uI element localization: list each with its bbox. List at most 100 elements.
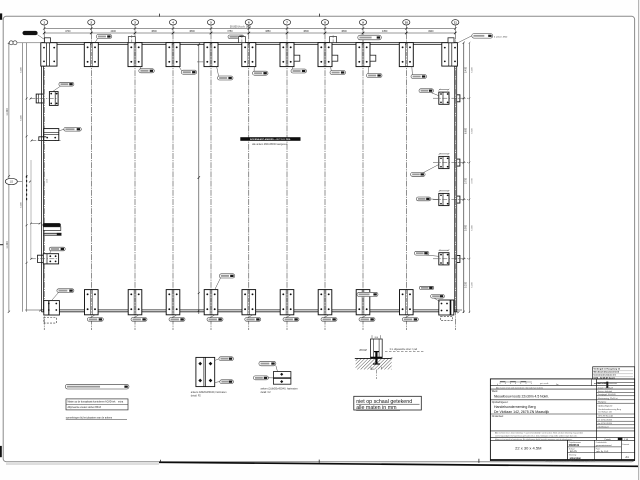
svg-text:A1: A1 — [625, 455, 629, 459]
svg-text:detail: C2: detail: C2 — [261, 391, 272, 394]
svg-text:Opdrachtgever:: Opdrachtgever: — [598, 405, 613, 408]
svg-text:4: 4 — [172, 20, 174, 24]
svg-text:Gewijzigd: 10-04-09: Gewijzigd: 10-04-09 — [598, 394, 617, 396]
svg-text:Altijd eerste voeten storten: Altijd eerste voeten storten BK13 — [68, 406, 102, 409]
svg-text:11.000: 11.000 — [6, 108, 9, 116]
svg-text:De Vlotlaan 142: De Vlotlaan 142 — [598, 411, 611, 414]
svg-text:1/2: 1/2 — [10, 181, 14, 184]
svg-text:10: 10 — [405, 20, 409, 24]
svg-text:Status: definitief: Status: definitief — [598, 390, 613, 393]
svg-text:30.000 (h.o.h. 000): 30.000 (h.o.h. 000) — [230, 26, 251, 29]
svg-text:5.900: 5.900 — [472, 224, 474, 230]
svg-text:7: 7 — [286, 20, 288, 24]
svg-text:ankers (2x)M20x450/40, hartmat: ankers (2x)M20x450/40, hartmaten — [261, 387, 299, 390]
svg-text:Alle maten in het werk kontrol: Alle maten in het werk kontroleren | bij… — [496, 387, 543, 390]
svg-text:De Vlotlaan 142, 2675 ZN Maasd: De Vlotlaan 142, 2675 ZN Maasdijk — [494, 410, 549, 414]
svg-text:Opdrachtgever:: Opdrachtgever: — [492, 401, 509, 404]
svg-text:5.400: 5.400 — [472, 66, 474, 72]
svg-text:9: 9 — [362, 20, 364, 24]
svg-text:alle ankers M20x450/40 aangeve: alle ankers M20x450/40 aangeven — [252, 143, 288, 146]
svg-text:b.k. afgewerkte vloer = peil: b.k. afgewerkte vloer = peil — [390, 348, 418, 351]
svg-text:Handelsonderneming Berg: Handelsonderneming Berg — [598, 408, 621, 411]
svg-text:Fase:: Fase: — [596, 449, 601, 451]
svg-text:N 1:75: N 1:75 — [570, 451, 577, 453]
svg-text:6.600: 6.600 — [472, 127, 474, 133]
svg-text:3850: 3850 — [265, 30, 271, 33]
svg-text:6.600: 6.600 — [465, 127, 468, 134]
svg-text:Wijziging:: Wijziging: — [598, 402, 607, 404]
svg-text:alle maten in mm: alle maten in mm — [356, 405, 397, 411]
svg-text:Maten op de bouwplaats kontrol: Maten op de bouwplaats kontroleren ACAD-… — [68, 401, 117, 404]
svg-text:Projekt: Projekt — [605, 438, 612, 441]
svg-text:Onderdeeltek.: Onderdeeltek. — [596, 441, 608, 444]
svg-text:5m: 5m — [556, 384, 559, 386]
svg-text:40: 40 — [391, 357, 394, 359]
svg-text:vermenigvuldigd en/of openbaar: vermenigvuldigd en/of openbaar gemaakt d… — [495, 435, 578, 438]
svg-text:Gewijzigd: maatvoering ankers: Gewijzigd: maatvoering ankers / kolomvoe… — [545, 460, 595, 463]
svg-text:tel. 0174-535353: tel. 0174-535353 — [598, 418, 612, 421]
svg-text:3750: 3750 — [227, 30, 233, 33]
svg-text:3800: 3800 — [303, 30, 309, 33]
svg-text:5.400: 5.400 — [21, 201, 23, 207]
svg-text:geanonimiseerd: geanonimiseerd — [596, 444, 612, 447]
svg-text:Werk:: Werk: — [492, 390, 499, 393]
svg-text:schaal 1:100: schaal 1:100 — [594, 383, 608, 385]
svg-text:0174 - 62 28 47 fax 21: 0174 - 62 28 47 fax 21 — [594, 377, 616, 380]
svg-text:4900: 4900 — [428, 30, 434, 33]
svg-text:8: 8 — [324, 20, 326, 24]
svg-text:Maatvoering: 22x30 st: Maatvoering: 22x30 st — [598, 397, 618, 400]
svg-text:3800: 3800 — [341, 30, 347, 33]
svg-text:5.900: 5.900 — [465, 224, 468, 231]
svg-text:5.200: 5.200 — [472, 281, 474, 287]
svg-text:5.400: 5.400 — [21, 66, 23, 72]
svg-text:get. mvdb: get. mvdb — [540, 382, 548, 385]
svg-text:4350: 4350 — [382, 30, 388, 33]
svg-text:Datum: 05-03-09: Datum: 05-03-09 — [598, 386, 614, 389]
svg-text:6: 6 — [248, 20, 250, 24]
svg-text:2: 2 — [91, 20, 93, 24]
svg-text:Onderdeel:: Onderdeel: — [492, 415, 504, 418]
svg-text:22 x 30 x 4.5M: 22 x 30 x 4.5M — [515, 446, 541, 451]
svg-text:1: 1 — [43, 20, 45, 24]
svg-text:Schaal: Schaal — [569, 449, 575, 451]
svg-text:4400: 4400 — [110, 30, 116, 33]
svg-text:4700: 4700 — [65, 30, 71, 33]
svg-text:BOVENKANT ANKERS + 20 T.O.V. P: BOVENKANT ANKERS + 20 T.O.V. PEIL — [250, 138, 291, 141]
svg-text:3.700: 3.700 — [472, 177, 474, 183]
svg-text:3800: 3800 — [151, 30, 157, 33]
svg-text:Tekening:: Tekening: — [569, 454, 577, 456]
svg-text:Formaat: Formaat — [622, 443, 629, 446]
svg-text:3.700: 3.700 — [465, 177, 468, 184]
svg-text:Maten in het werk te kontroler: Maten in het werk te kontroleren. Bij af… — [495, 438, 573, 441]
svg-text:5.200: 5.200 — [465, 281, 468, 288]
svg-text:info@berg.nl: info@berg.nl — [598, 425, 609, 428]
svg-text:Verlengde te Hoogeweg 12: Verlengde te Hoogeweg 12 — [594, 368, 621, 371]
svg-text:5.400: 5.400 — [465, 66, 468, 73]
svg-text:veld: veld — [47, 179, 49, 183]
svg-text:extra: extra — [118, 401, 124, 404]
svg-text:P 08: P 08 — [624, 439, 629, 441]
svg-text:Constructeursburo tel.: Constructeursburo tel. — [594, 374, 617, 377]
svg-text:3: 3 — [134, 20, 136, 24]
svg-text:200: 200 — [374, 337, 378, 339]
svg-text:geb. fly 10-9: geb. fly 10-9 — [596, 451, 609, 453]
svg-text:11: 11 — [454, 20, 457, 24]
svg-text:4 ankers M20: 4 ankers M20 — [494, 35, 508, 38]
svg-text:11.000: 11.000 — [6, 241, 9, 249]
svg-text:5.400: 5.400 — [21, 114, 23, 120]
svg-text:400: 400 — [370, 369, 374, 371]
svg-text:2675 ZN Maasdijk: 2675 ZN Maasdijk — [598, 416, 613, 418]
svg-text:0: 0 — [497, 384, 498, 386]
svg-text:Westland afbouwtechniek: Westland afbouwtechniek — [594, 371, 620, 374]
svg-text:Uitvoerder: aannemer: Uitvoerder: aannemer — [598, 382, 618, 385]
svg-text:ankerplan: ankerplan — [570, 457, 582, 460]
svg-text:opmerkingen bij het plaatsen v: opmerkingen bij het plaatsen van de anke… — [66, 416, 113, 419]
svg-text:5: 5 — [210, 20, 212, 24]
svg-text:detail: P2: detail: P2 — [191, 394, 202, 397]
svg-text:fax 0174-535354: fax 0174-535354 — [598, 423, 612, 425]
svg-text:ankers 4xM20x450/40, hartmaten: ankers 4xM20x450/40, hartmaten — [191, 391, 227, 394]
svg-text:08023619: 08023619 — [569, 445, 580, 447]
svg-text:3800: 3800 — [189, 30, 195, 33]
svg-text:Projektnummer: Projektnummer — [569, 441, 582, 444]
svg-text:Alle rechten m.b.t. deze teken: Alle rechten m.b.t. deze tekening: © aan… — [495, 431, 583, 434]
